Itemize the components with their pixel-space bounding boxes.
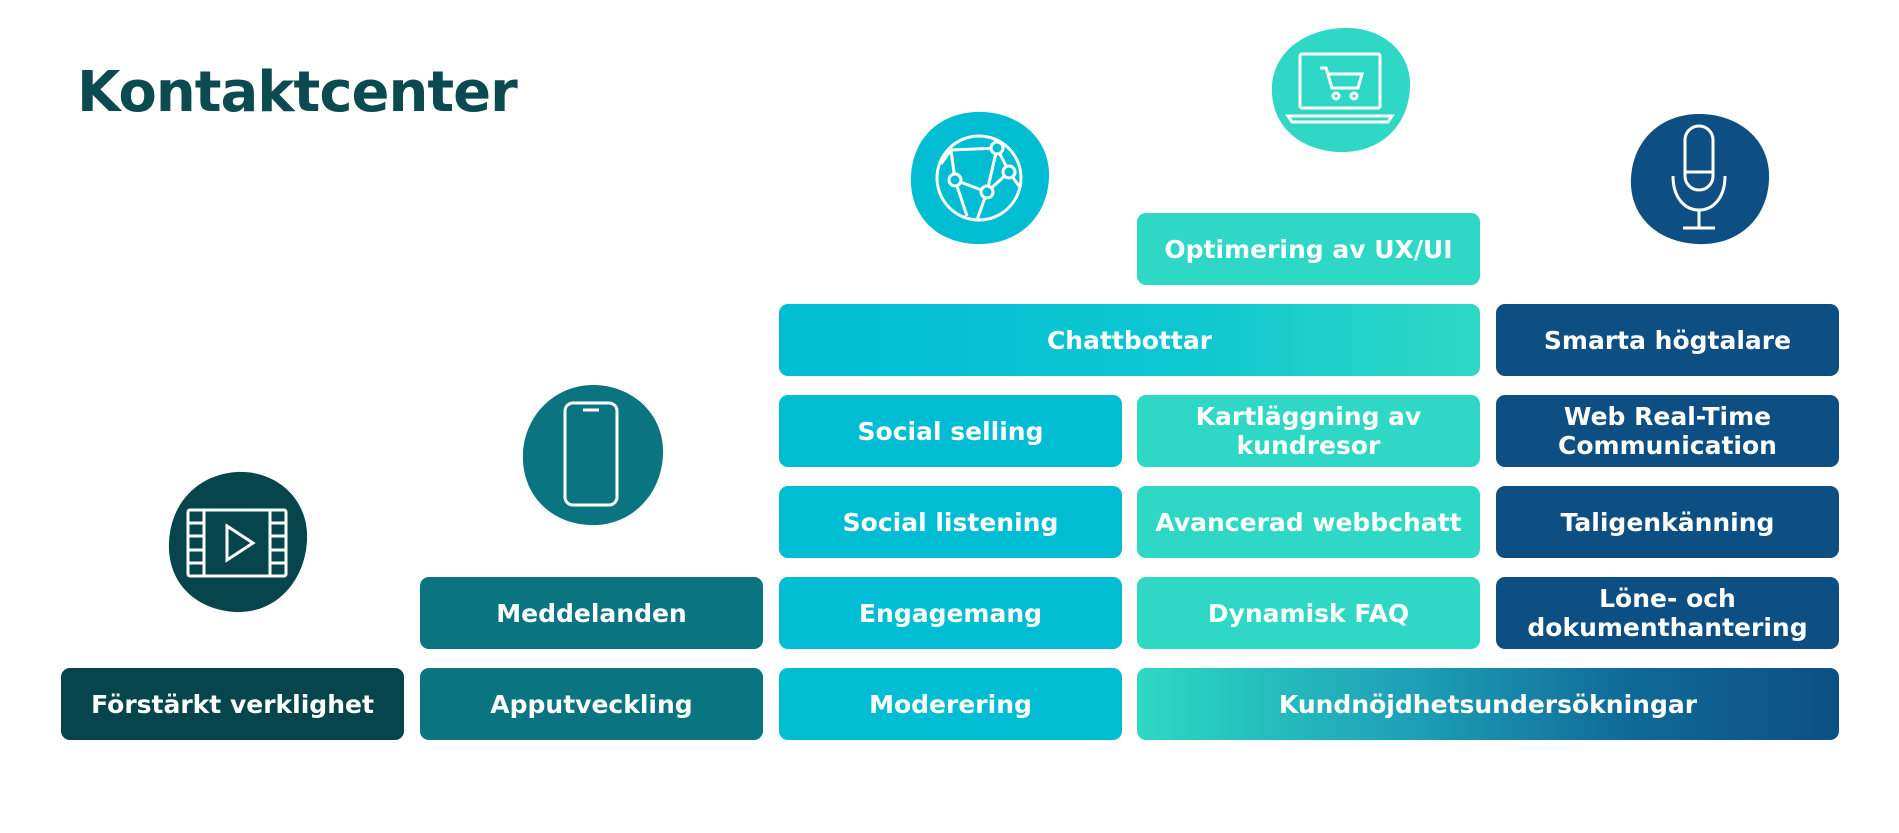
box-lone-och-dokumenthantering: Löne- och dokumenthantering [1496, 577, 1839, 649]
video-blob [163, 468, 311, 616]
mic-blob [1625, 110, 1773, 248]
cart-blob [1266, 24, 1414, 156]
microphone-icon [1630, 114, 1770, 245]
globe-network-icon [910, 111, 1050, 245]
box-chattbottar: Chattbottar [779, 304, 1480, 376]
box-apputveckling: Apputveckling [420, 668, 763, 740]
page-title: Kontaktcenter [77, 60, 518, 125]
box-engagemang: Engagemang [779, 577, 1122, 649]
globe-blob [905, 108, 1053, 248]
box-kundnojdhetsundersokningar: Kundnöjdhetsundersökningar [1137, 668, 1839, 740]
box-social-listening: Social listening [779, 486, 1122, 558]
box-meddelanden: Meddelanden [420, 577, 763, 649]
box-dynamisk-faq: Dynamisk FAQ [1137, 577, 1480, 649]
box-moderering: Moderering [779, 668, 1122, 740]
box-web-real-time-communication: Web Real-Time Communication [1496, 395, 1839, 467]
box-smarta-hogtalare: Smarta högtalare [1496, 304, 1839, 376]
box-avancerad-webbchatt: Avancerad webbchatt [1137, 486, 1480, 558]
video-play-icon [168, 471, 308, 613]
box-kartlaggning-av-kundresor: Kartläggning av kundresor [1137, 395, 1480, 467]
laptop-cart-icon [1271, 27, 1411, 153]
smartphone-icon [522, 385, 664, 526]
box-taligenkanning: Taligenkänning [1496, 486, 1839, 558]
phone-blob [517, 381, 667, 529]
box-forstarkt-verklighet: Förstärkt verklighet [61, 668, 404, 740]
box-optimering-av-ux-ui: Optimering av UX/UI [1137, 213, 1480, 285]
box-social-selling: Social selling [779, 395, 1122, 467]
